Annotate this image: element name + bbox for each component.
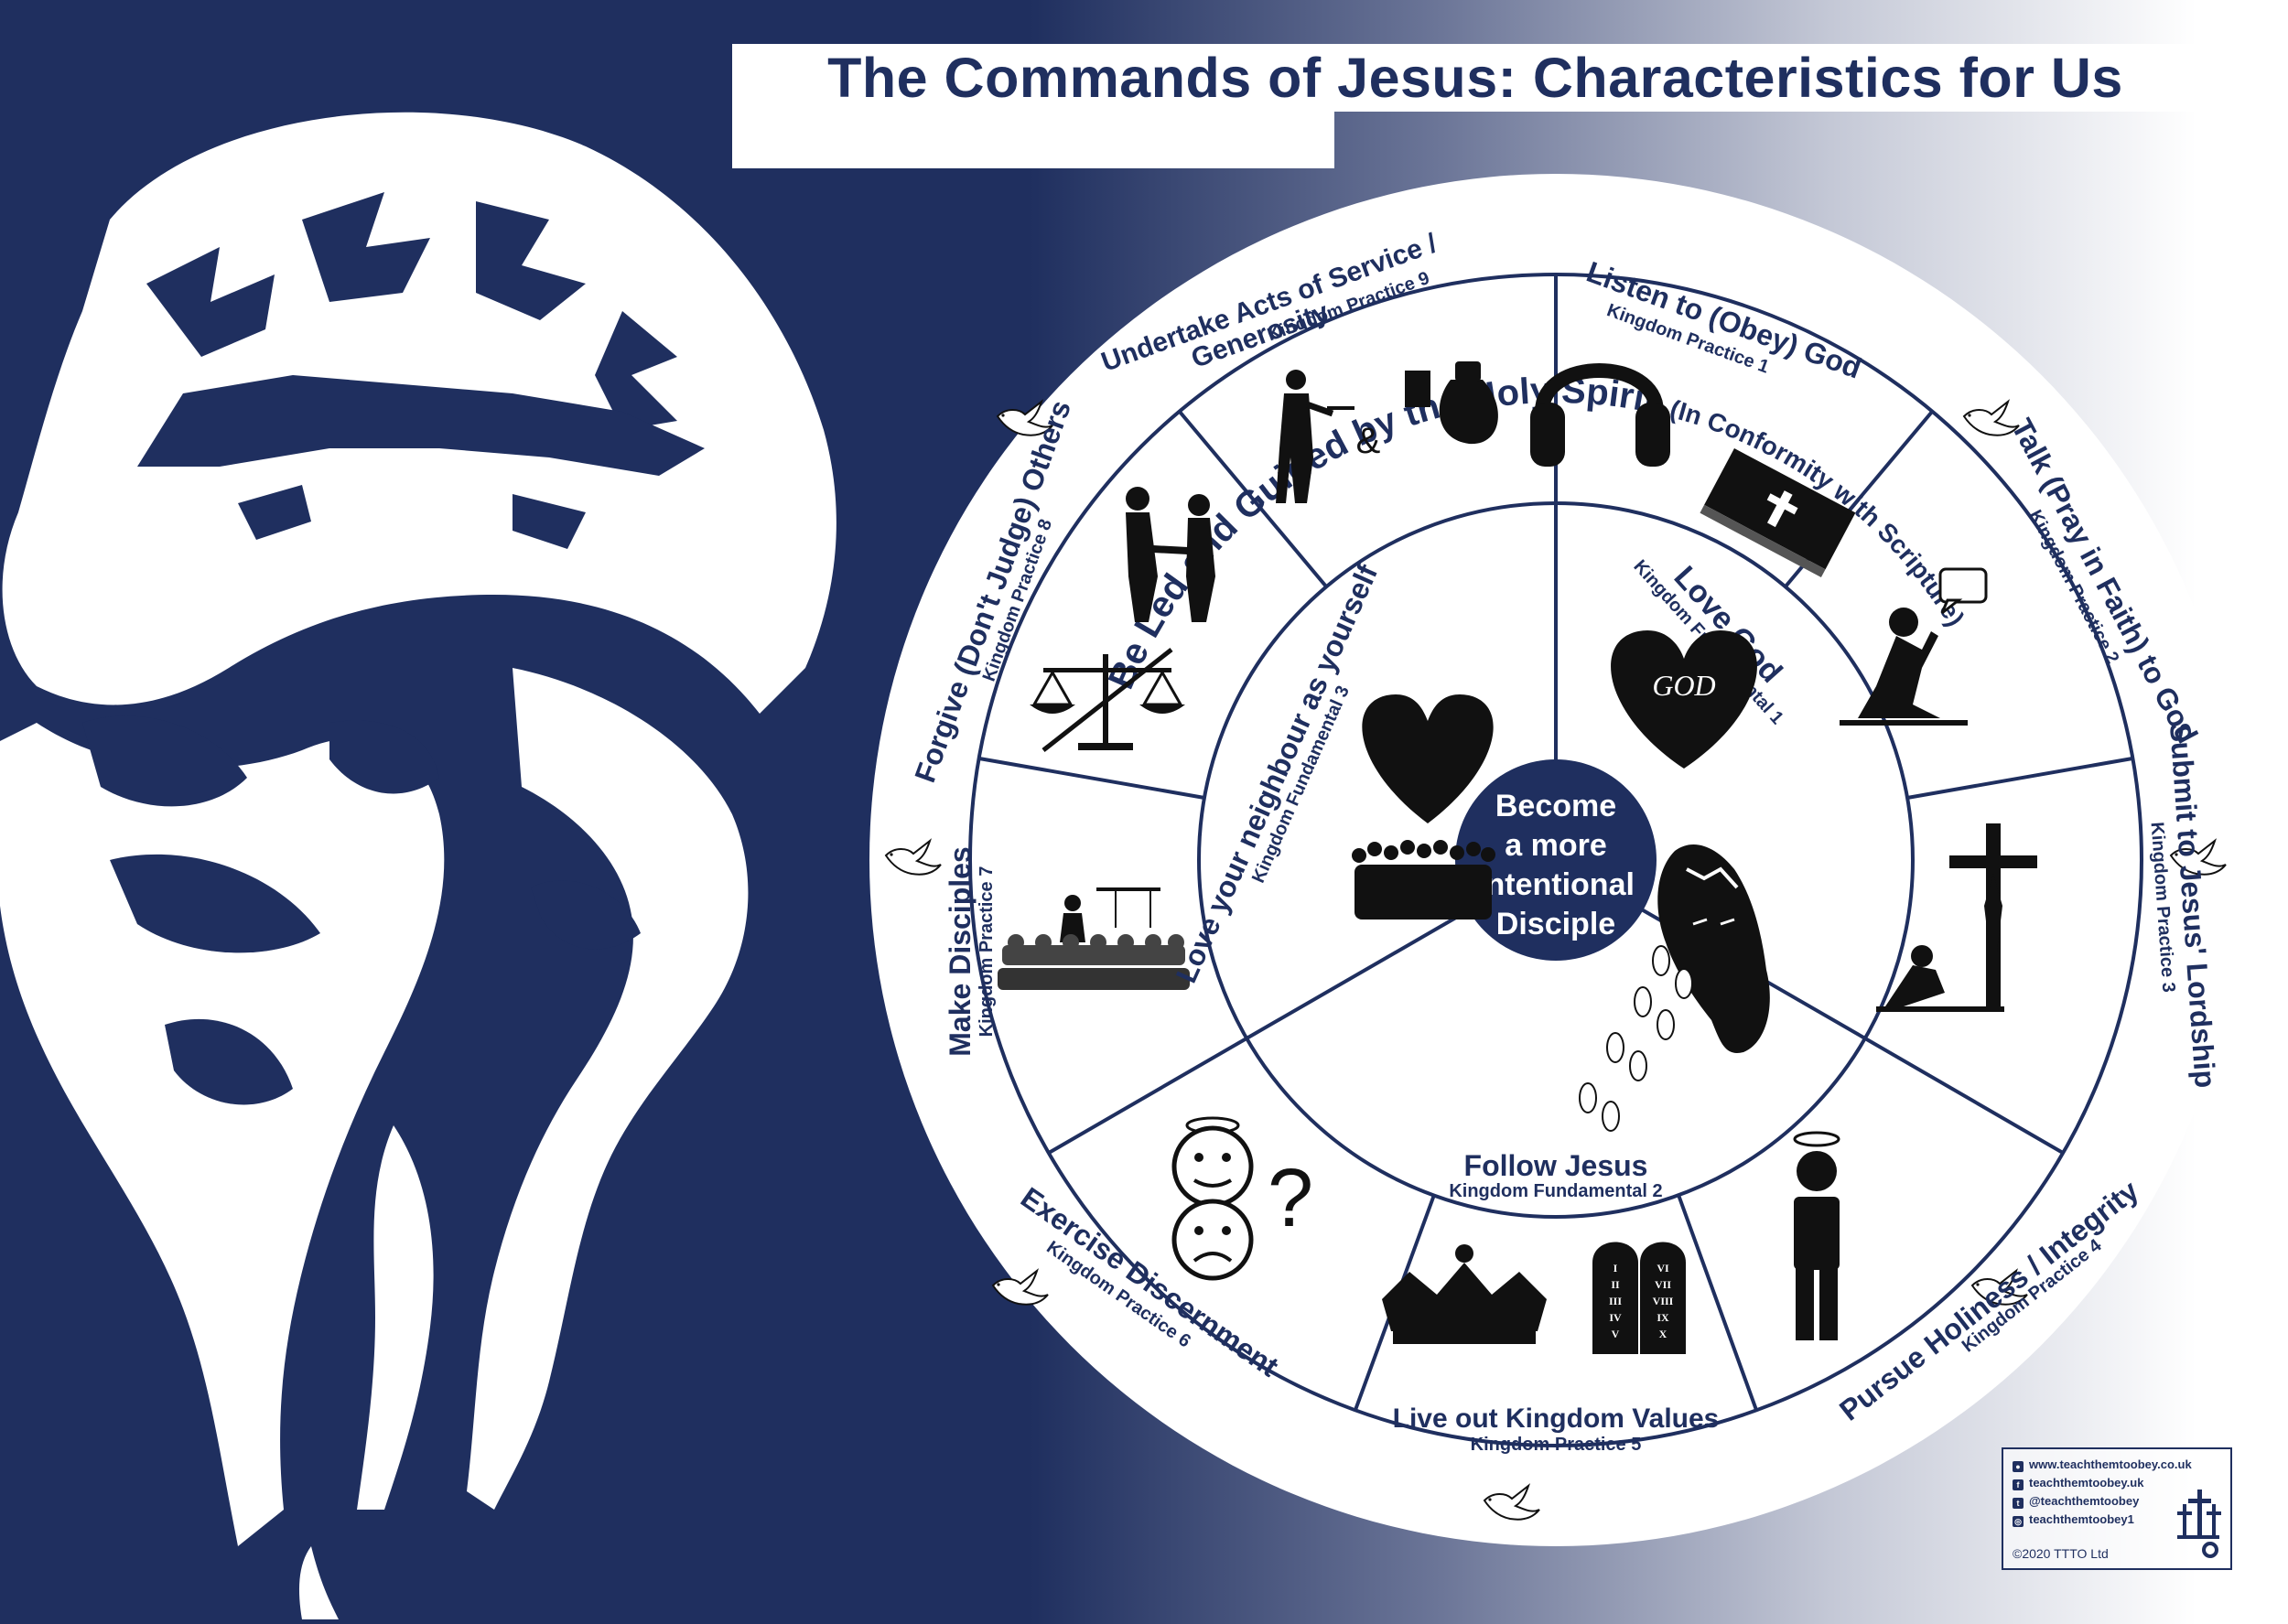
handshake-scales-icon (1030, 487, 1215, 752)
svg-text:Live out Kingdom Values: Live out Kingdom Values (1393, 1404, 1720, 1434)
twitter-line[interactable]: t@teachthemtoobey (2013, 1493, 2139, 1510)
svg-text:VI: VI (1657, 1262, 1669, 1274)
instagram-line[interactable]: ◎teachthemtoobey1 (2013, 1511, 2134, 1528)
center-circle (1455, 759, 1657, 961)
jesus-face-illustration (0, 112, 836, 1619)
svg-text:&: & (1356, 421, 1381, 461)
center-text-2: a more (1505, 828, 1607, 863)
discipleship-wheel: Become a more Intentional Disciple Be Le… (869, 174, 2242, 1546)
svg-text:VIII: VIII (1653, 1295, 1674, 1307)
page-title: The Commands of Jesus: Characteristics f… (827, 47, 2123, 109)
cross-kneeling-icon (1876, 823, 2037, 1012)
svg-text:I: I (1613, 1262, 1618, 1274)
copyright-text: ©2020 TTTO Ltd (2013, 1546, 2109, 1561)
website-line[interactable]: ●www.teachthemtoobey.co.uk (2013, 1457, 2192, 1473)
practice-dividers (978, 274, 2133, 1411)
center-text-1: Become (1495, 789, 1616, 823)
svg-text:?: ? (1268, 1153, 1313, 1244)
faces-question-icon: ? (1171, 1116, 1313, 1281)
practice-7-label: Make Disciples Kingdom Practice 7 (944, 846, 997, 1056)
title-background (732, 44, 2218, 112)
title-tab (732, 108, 1334, 168)
svg-text:IX: IX (1657, 1311, 1669, 1324)
facebook-icon: f (2013, 1479, 2024, 1490)
headphones-bible-icon (1530, 363, 1856, 578)
svg-text:GOD: GOD (1652, 669, 1715, 702)
svg-text:Follow Jesus: Follow Jesus (1464, 1149, 1648, 1182)
crown-tablets-icon: I II III IV V VI VII VIII IX X (1382, 1242, 1686, 1354)
twitter-icon: t (2013, 1498, 2024, 1509)
center-text-3: Intentional (1477, 867, 1635, 902)
svg-text:VII: VII (1655, 1278, 1671, 1291)
svg-text:IV: IV (1609, 1311, 1622, 1324)
fundamental-2-label: Follow Jesus Kingdom Fundamental 2 (1449, 1149, 1662, 1201)
svg-text:II: II (1611, 1278, 1620, 1291)
practice-5-label: Live out Kingdom Values Kingdom Practice… (1393, 1404, 1720, 1455)
halo-person-icon (1793, 1131, 1840, 1340)
center-text-4: Disciple (1496, 907, 1615, 941)
globe-icon: ● (2013, 1461, 2024, 1472)
svg-text:Make Disciples: Make Disciples (944, 846, 977, 1056)
svg-text:X: X (1659, 1328, 1667, 1340)
instagram-icon: ◎ (2013, 1516, 2024, 1527)
heart-crowd-icon (1352, 694, 1495, 920)
svg-text:V: V (1612, 1328, 1620, 1340)
ttto-logo-icon (2177, 1490, 2221, 1558)
jesus-footprints-icon (1579, 844, 1770, 1132)
waiter-moneybag-icon: & (1276, 361, 1498, 503)
svg-text:III: III (1609, 1295, 1622, 1307)
svg-text:Kingdom Practice 7: Kingdom Practice 7 (977, 866, 997, 1038)
praying-person-icon (1840, 567, 1988, 726)
svg-text:Kingdom Practice 5: Kingdom Practice 5 (1471, 1435, 1642, 1455)
svg-text:Kingdom Fundamental 2: Kingdom Fundamental 2 (1449, 1181, 1662, 1201)
teaching-class-icon (998, 887, 1190, 990)
heart-god-icon: GOD (1611, 629, 1757, 769)
